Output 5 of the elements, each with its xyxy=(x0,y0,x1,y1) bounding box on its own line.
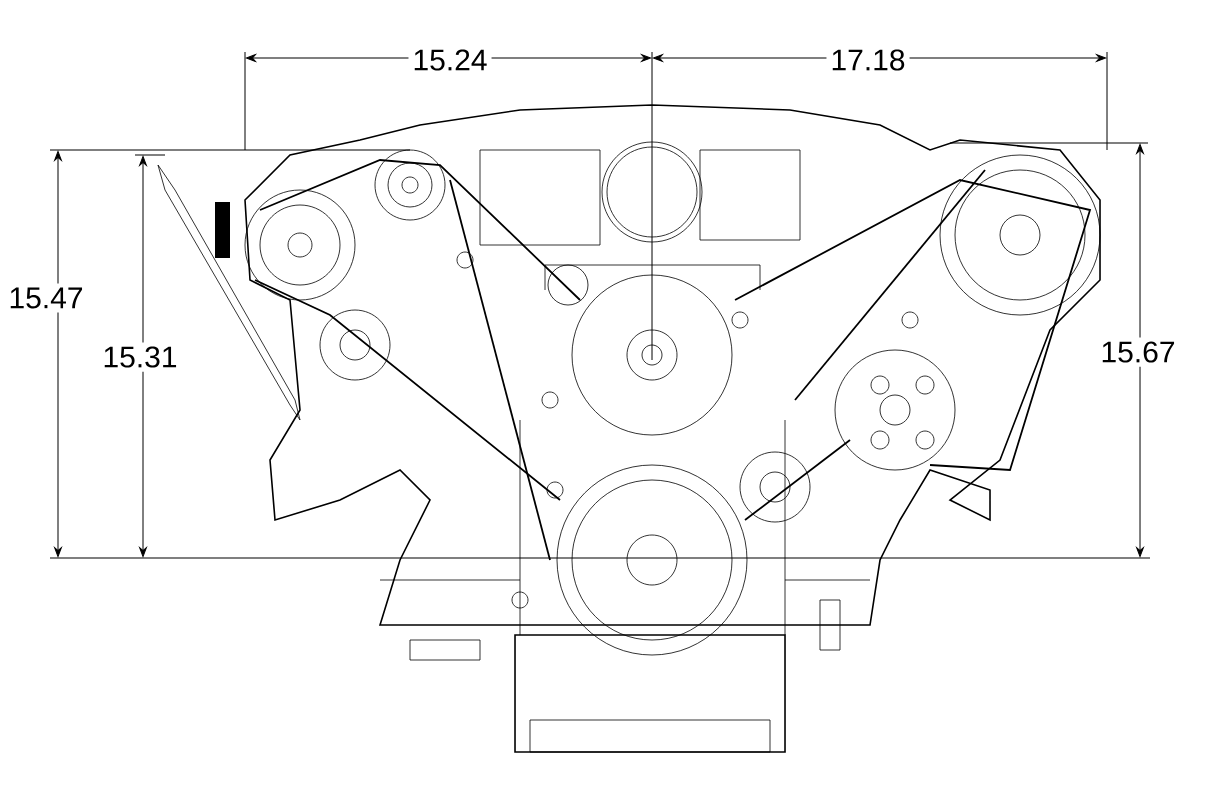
dimension-label: 15.31 xyxy=(98,342,182,372)
dimension-label: 17.18 xyxy=(826,45,910,75)
dimension-label: 15.47 xyxy=(4,283,88,313)
dimension-label: 15.24 xyxy=(408,45,492,75)
dimension-label: 15.67 xyxy=(1096,337,1180,367)
